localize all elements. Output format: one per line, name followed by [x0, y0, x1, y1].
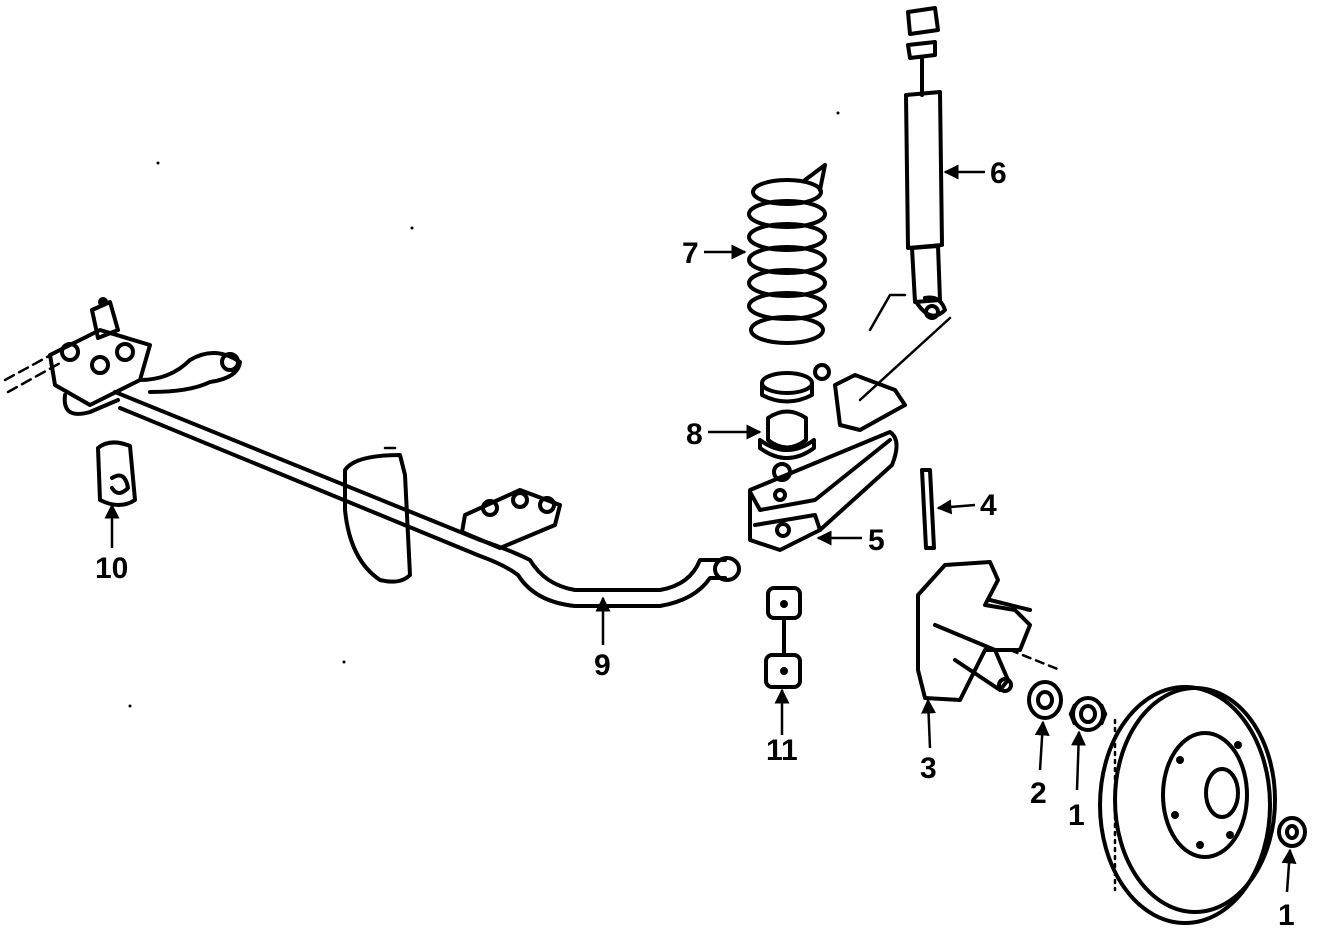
shock-absorber [904, 6, 947, 320]
callout-1-outer-bearing: 1 [1278, 899, 1295, 928]
lower-control-arm [748, 293, 952, 552]
stabilizer-bar [113, 390, 741, 608]
outer-bearing [1277, 816, 1307, 848]
callout-5-control-arm: 5 [868, 524, 885, 557]
coil-spring [747, 163, 827, 345]
spring-insulator [758, 363, 831, 482]
callout-6-shock: 6 [990, 157, 1007, 190]
callout-9-stabilizer-bar: 9 [594, 649, 611, 682]
callout-4-plate: 4 [980, 489, 997, 522]
brake-rotor-hub [1098, 685, 1277, 925]
spring-plate [920, 468, 936, 550]
steering-knuckle [916, 560, 1062, 702]
callout-7-spring: 7 [682, 237, 699, 270]
print-specks [128, 111, 840, 708]
frame-crossmember [3, 297, 242, 416]
wheel-bearing [1068, 696, 1108, 732]
callout-2-seal: 2 [1030, 777, 1047, 810]
callout-1-bearing: 1 [1068, 799, 1085, 832]
callout-3-knuckle: 3 [920, 752, 937, 785]
grease-seal [1027, 680, 1063, 720]
stabilizer-bushing [96, 440, 137, 507]
callout-10-bushing: 10 [95, 552, 128, 585]
callout-8-insulator: 8 [686, 418, 703, 451]
leader-lines [104, 164, 1297, 893]
stabilizer-link [764, 586, 802, 689]
callouts: 1 1 2 3 4 5 6 7 8 9 10 11 [95, 157, 1295, 928]
callout-11-link: 11 [766, 734, 798, 767]
